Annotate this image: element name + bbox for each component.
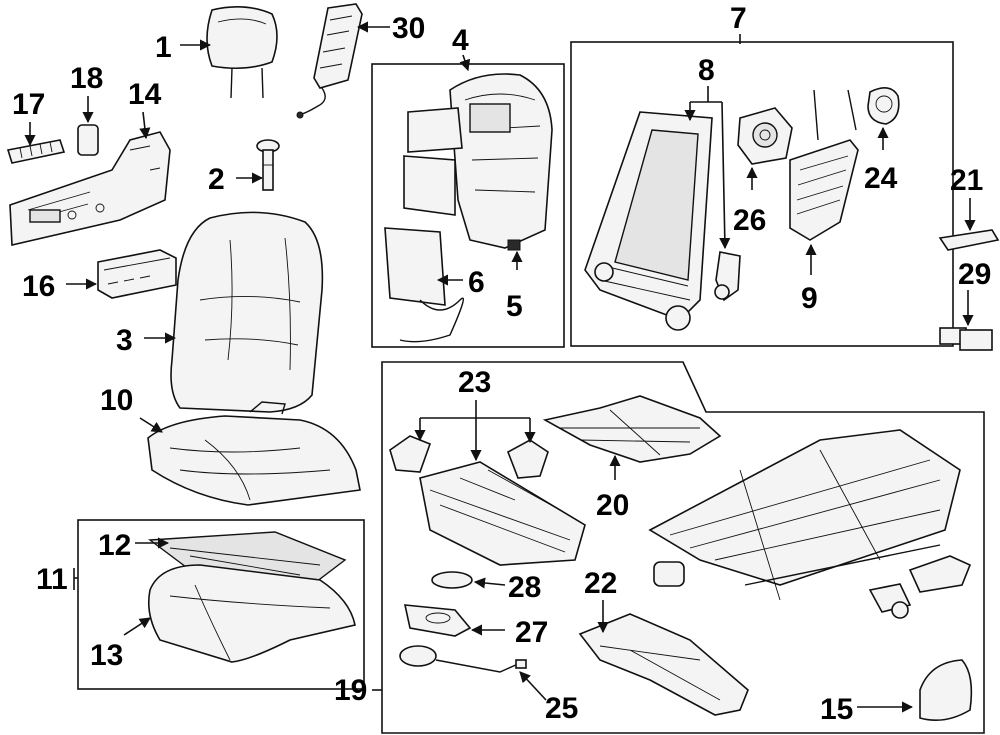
- ring-bracket: [431, 571, 473, 589]
- callout-1: 1: [155, 31, 172, 64]
- reclining-cover: [919, 659, 973, 721]
- seat-heater: [148, 531, 347, 586]
- callout-17: 17: [12, 88, 45, 121]
- seat-pan: [542, 395, 722, 463]
- slide-motor: [653, 561, 685, 587]
- callout-30: 30: [392, 12, 425, 45]
- callout-3: 3: [116, 324, 133, 357]
- side-airbag: [296, 3, 363, 119]
- occupant-sensor: [403, 604, 472, 637]
- recliner-link: [714, 251, 741, 302]
- cushion-cover: [147, 415, 361, 506]
- seat-side-trim: [9, 131, 171, 246]
- leader-lines: [24, 21, 976, 713]
- callout-29: 29: [958, 258, 991, 291]
- heater-lines: [169, 547, 321, 576]
- callout-26: 26: [733, 204, 766, 237]
- callout-25: 25: [545, 692, 578, 725]
- callout-11: 11: [36, 563, 68, 596]
- callout-28: 28: [508, 571, 541, 604]
- seat-track-assembly: [648, 429, 961, 601]
- cushion-frame: [419, 461, 586, 566]
- callout-20: 20: [596, 489, 629, 522]
- callout-19: 19: [334, 674, 367, 707]
- callout-15: 15: [820, 693, 853, 726]
- headrest: [206, 6, 278, 99]
- recline-switch-knob: [77, 124, 99, 156]
- callout-12: 12: [98, 529, 131, 562]
- recline-motor: [908, 555, 972, 593]
- seatback-frame: [584, 111, 713, 331]
- callout-2: 2: [208, 163, 225, 196]
- seatback-cover: [170, 211, 324, 415]
- track-end-cap: [938, 229, 1000, 251]
- power-seat-switch: [97, 249, 177, 299]
- callout-23: 23: [458, 366, 491, 399]
- recliner-cover: [867, 87, 900, 125]
- cover-plug: [939, 327, 993, 351]
- callout-14: 14: [128, 78, 162, 111]
- callout-9: 9: [801, 282, 818, 315]
- callout-4: 4: [452, 24, 469, 57]
- recliner-mechanism: [737, 107, 793, 165]
- callout-22: 22: [584, 567, 617, 600]
- frame-group-box: [570, 41, 954, 347]
- track-group-box: [381, 361, 985, 734]
- cushion-group-box: [77, 519, 365, 690]
- callout-7: 7: [730, 2, 747, 35]
- callout-6: 6: [468, 266, 485, 299]
- callout-10: 10: [100, 384, 133, 417]
- lifter-motor: [868, 583, 912, 619]
- callout-5: 5: [506, 290, 523, 323]
- lumbar-support: [789, 89, 859, 241]
- callout-24: 24: [864, 162, 898, 195]
- callout-labels: 1 2 3 4 5 6 7 8 9 10 11 12 13 14 15 16 1…: [12, 2, 991, 726]
- cushion-pad: [147, 564, 356, 663]
- headrest-guide: [256, 139, 280, 191]
- callout-16: 16: [22, 270, 55, 303]
- callout-18: 18: [70, 62, 103, 95]
- cushion-frame-side-covers: [389, 435, 549, 479]
- knob-ridges: [19, 141, 53, 159]
- callout-8: 8: [698, 54, 715, 87]
- callout-27: 27: [515, 616, 548, 649]
- callout-21: 21: [950, 164, 983, 197]
- slide-switch-knob: [6, 139, 66, 164]
- callout-13: 13: [90, 639, 123, 672]
- track-bracket: [578, 613, 749, 716]
- backrest-assembly: [384, 73, 553, 343]
- wire-harness: [399, 645, 527, 673]
